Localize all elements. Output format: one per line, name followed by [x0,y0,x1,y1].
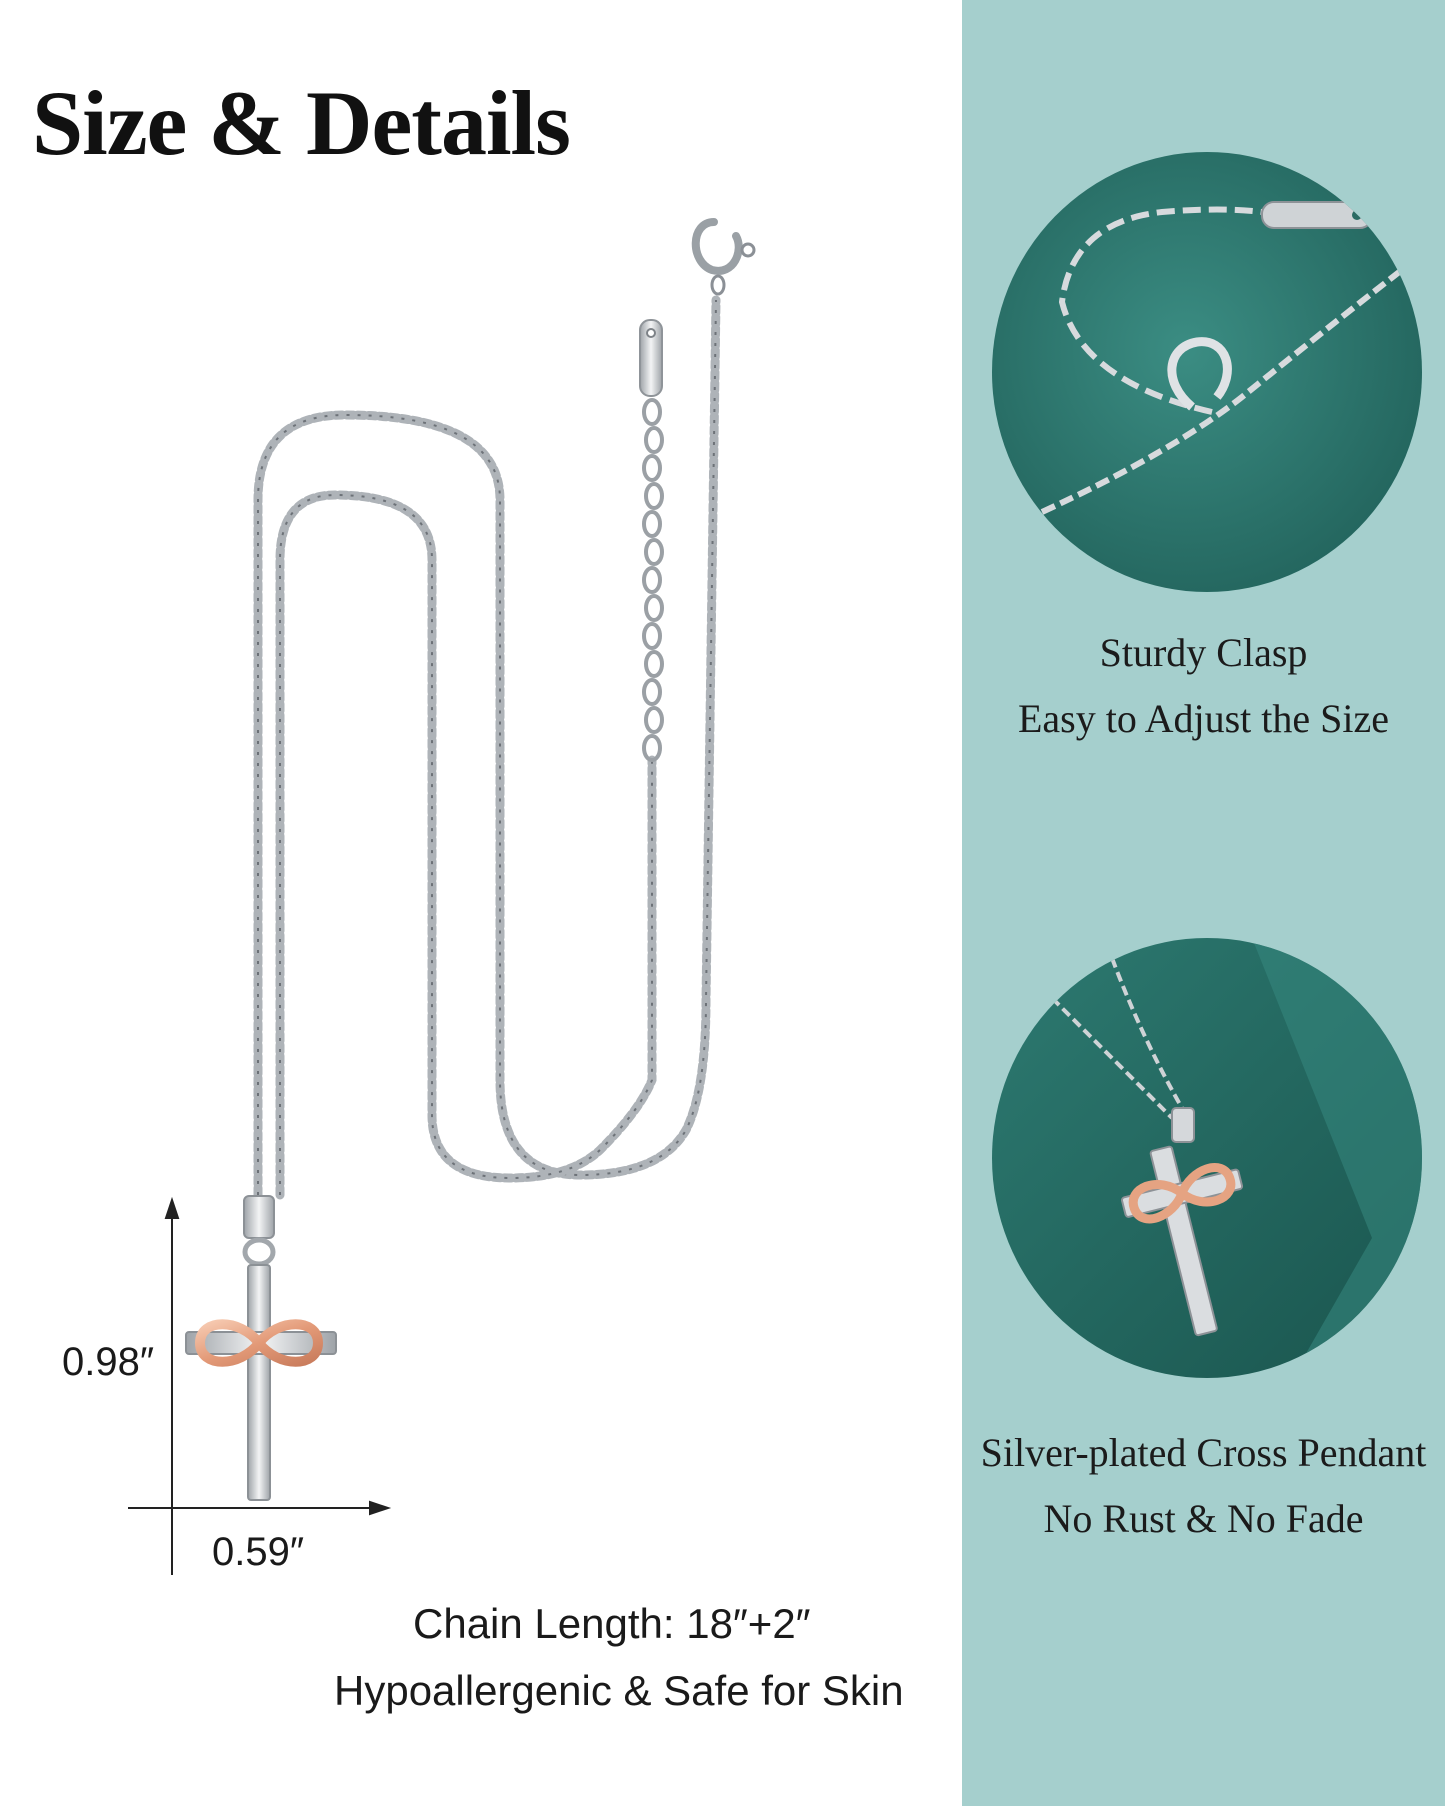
chain-inner [275,490,657,1200]
feature-pendant-line1: Silver-plated Cross Pendant [980,1430,1427,1475]
lobster-clasp [691,218,756,296]
clasp-photo [992,152,1422,592]
details-panel [0,0,962,1806]
feature-clasp-caption: Sturdy Clasp Easy to Adjust the Size [962,620,1445,752]
infinity-loop [195,1319,323,1367]
height-dimension-arrow [164,1196,180,1575]
chain-length-text: Chain Length: 18″+2″ [413,1600,811,1647]
feature-pendant-line2: No Rust & No Fade [1043,1496,1364,1541]
extender-chain [642,398,664,762]
pendant-bail [243,1195,275,1239]
width-label: 0.59″ [212,1530,305,1574]
page-title: Size & Details [32,72,571,174]
feature-pendant-caption: Silver-plated Cross Pendant No Rust & No… [962,1420,1445,1552]
necklace-illustration [128,218,756,1575]
extender-tag [639,319,663,397]
hypoallergenic-text: Hypoallergenic & Safe for Skin [334,1667,904,1714]
width-dimension-arrow [128,1500,392,1516]
feature-clasp-line1: Sturdy Clasp [1099,630,1308,675]
feature-clasp-line2: Easy to Adjust the Size [1017,696,1390,741]
pendant-photo [992,938,1422,1378]
height-label: 0.98″ [62,1340,155,1384]
cross-vertical-bar [247,1264,271,1501]
